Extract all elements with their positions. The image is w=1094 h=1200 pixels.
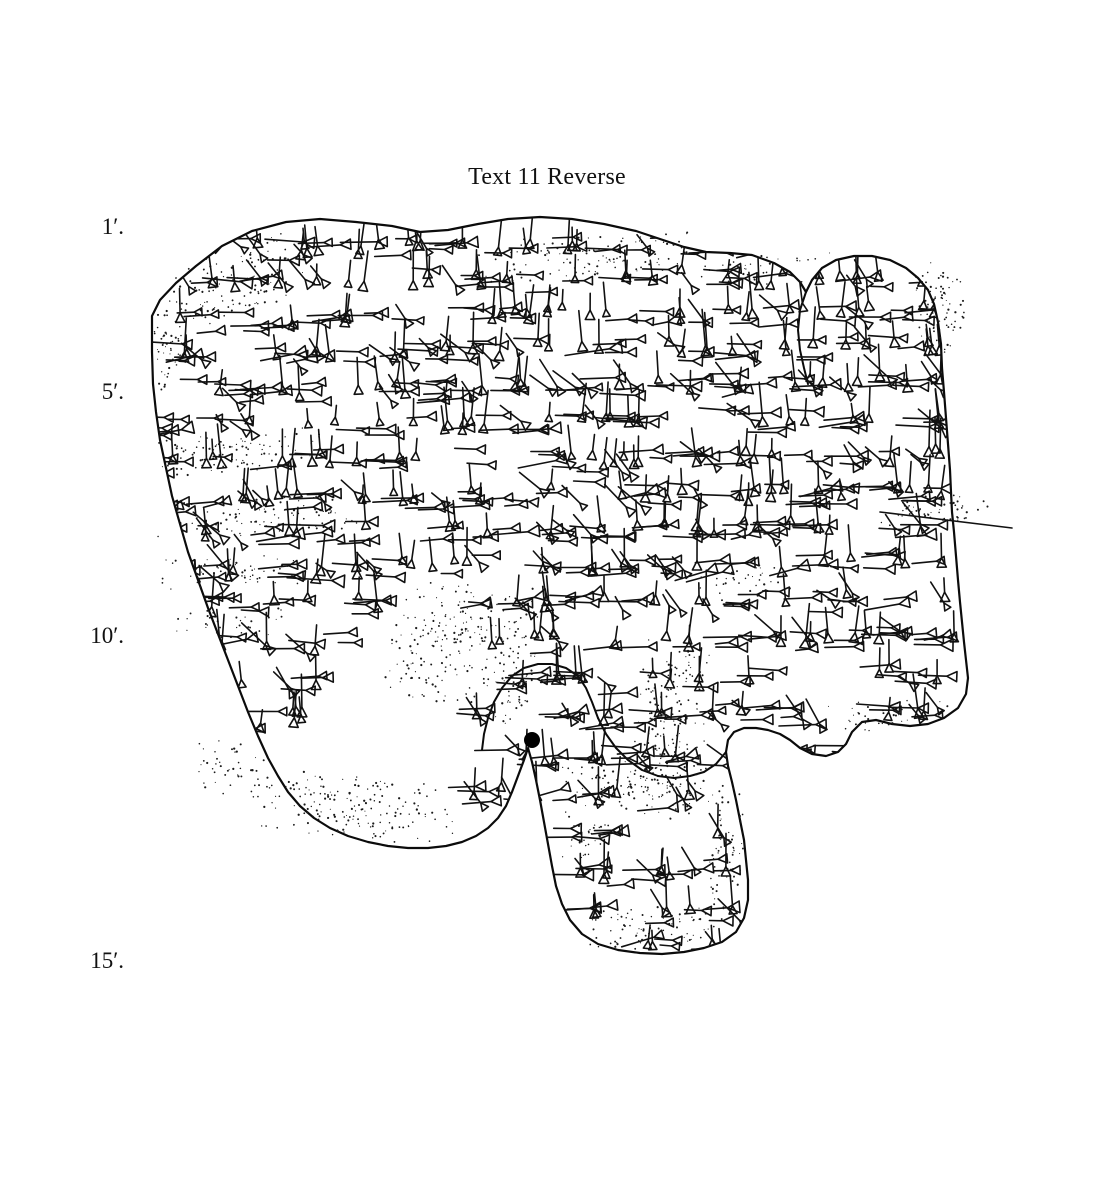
stipple-mid-ridge — [384, 582, 510, 712]
sign-row — [152, 602, 960, 663]
stipple-lower-left — [252, 770, 454, 843]
sign-row — [152, 381, 953, 441]
interior-edge-3 — [481, 663, 599, 751]
tablet-body — [150, 215, 1013, 956]
line-label-5: 5′. — [101, 379, 124, 404]
stipple-tongue-left — [561, 815, 610, 859]
line-label-10: 10′. — [90, 623, 124, 648]
sign-row — [167, 638, 958, 704]
line-label-15: 15′. — [90, 948, 124, 973]
sign-row — [561, 875, 751, 931]
stipple-lower-left-2 — [198, 740, 265, 795]
line-label-1: 1′. — [101, 214, 124, 239]
sign-row — [152, 452, 952, 518]
sign-row — [173, 233, 953, 297]
stipple-left-upper — [153, 300, 187, 391]
sign-row — [152, 306, 946, 377]
cuneiform-sign-wedges — [152, 217, 964, 954]
sign-row — [174, 271, 949, 337]
sign-row — [152, 409, 946, 483]
stipple-tongue-top — [562, 760, 707, 813]
page-title: Text 11 Reverse — [468, 164, 626, 190]
tablet-outline — [150, 215, 970, 956]
reference-dot — [524, 732, 540, 748]
